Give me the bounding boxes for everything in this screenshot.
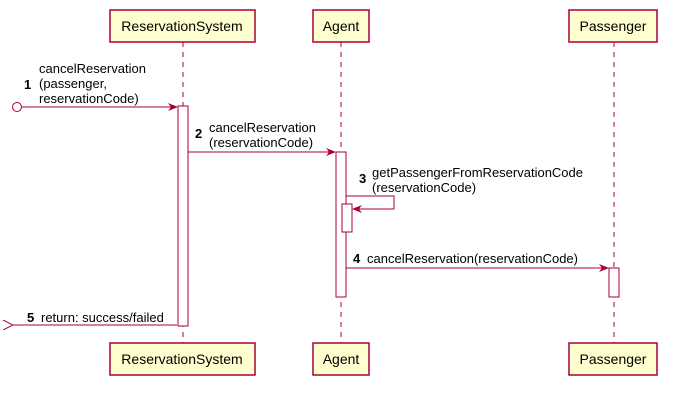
activation-reservation-system: [177, 105, 189, 327]
participant-name: Passenger: [580, 351, 647, 367]
participant-reservation-system-top: ReservationSystem: [109, 9, 256, 43]
participant-name: ReservationSystem: [121, 351, 242, 367]
message-label-line: return: success/failed: [41, 310, 164, 325]
participant-passenger-bottom: Passenger: [568, 342, 658, 376]
message-label-line: (reservationCode): [372, 180, 476, 195]
message-label-line: cancelReservation: [39, 61, 146, 76]
message-3: 3 getPassengerFromReservationCode (reser…: [346, 165, 583, 213]
participant-agent-bottom: Agent: [312, 342, 370, 376]
participant-name: Agent: [323, 18, 360, 34]
message-number: 4: [353, 251, 361, 266]
message-number: 2: [195, 126, 202, 141]
message-number: 3: [359, 171, 366, 186]
participant-name: Agent: [323, 351, 360, 367]
message-3-arrow: [346, 195, 395, 213]
participant-agent-top: Agent: [312, 9, 370, 43]
message-label-line: cancelReservation: [209, 120, 316, 135]
message-label-line: (reservationCode): [209, 135, 313, 150]
found-message-circle: [12, 102, 22, 112]
activation-agent-nested: [341, 203, 353, 233]
message-label-line: getPassengerFromReservationCode: [372, 165, 583, 180]
message-4: 4 cancelReservation(reservationCode): [346, 251, 609, 272]
participant-name: Passenger: [580, 18, 647, 34]
message-5: 5 return: success/failed: [13, 310, 177, 325]
message-label-line: reservationCode): [39, 91, 139, 106]
activation-passenger: [608, 267, 620, 298]
message-label-line: (passenger,: [39, 76, 107, 91]
message-number: 5: [27, 310, 34, 325]
message-label-line: cancelReservation(reservationCode): [367, 251, 578, 266]
message-2: 2 cancelReservation (reservationCode): [188, 120, 336, 156]
message-1: 1 cancelReservation (passenger, reservat…: [12, 61, 178, 112]
participant-passenger-top: Passenger: [568, 9, 658, 43]
participant-name: ReservationSystem: [121, 18, 242, 34]
message-number: 1: [24, 77, 31, 92]
participant-reservation-system-bottom: ReservationSystem: [109, 342, 256, 376]
